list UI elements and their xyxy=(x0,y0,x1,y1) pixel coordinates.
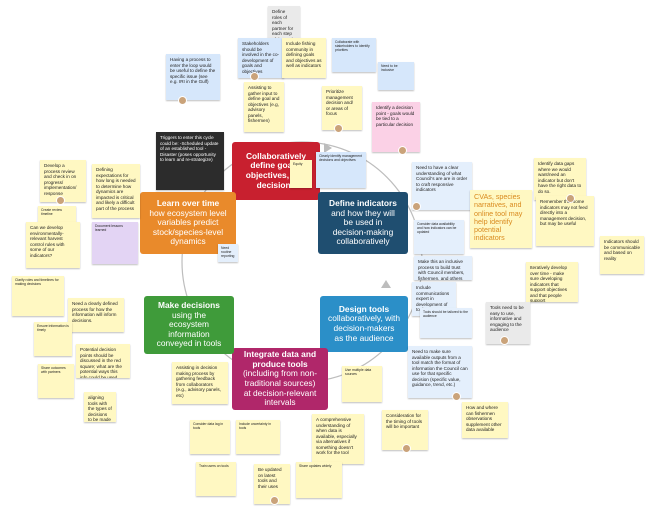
sticky-note[interactable]: Having a process to enter the loop would… xyxy=(166,54,220,100)
sticky-note[interactable]: Need a clearly defined process for how t… xyxy=(68,298,124,332)
sticky-note[interactable]: How and where can fishermen observations… xyxy=(462,402,508,438)
sticky-note[interactable]: Equity xyxy=(290,160,312,188)
arrow-head-icon xyxy=(324,143,332,153)
sticky-note[interactable]: Define roles of each partner for each st… xyxy=(268,6,300,42)
sticky-note[interactable]: Include uncertainty in tools xyxy=(236,420,280,454)
sticky-note[interactable]: Iteratively develop over time - make sur… xyxy=(526,262,578,302)
avatar xyxy=(178,96,187,105)
hub-title: Design tools xyxy=(338,303,390,314)
sticky-note[interactable]: Share outcomes with partners xyxy=(38,364,74,398)
avatar xyxy=(398,146,407,155)
avatar xyxy=(566,194,575,203)
hub-body: and how they will be used in decision-ma… xyxy=(331,207,395,247)
sticky-note[interactable]: Consideration for the timing of tools wi… xyxy=(382,410,428,450)
sticky-note[interactable]: Can we develop environmentally-relevant … xyxy=(26,222,80,268)
sticky-note[interactable]: Include fishing community in defining go… xyxy=(282,38,326,78)
hub-learn-over-time[interactable]: Learn over time how ecosystem level vari… xyxy=(140,192,236,254)
sticky-note[interactable]: Triggers to enter this cycle could be: -… xyxy=(156,132,224,190)
sticky-note[interactable]: Remember that some indicators may not fe… xyxy=(536,196,594,246)
arrow-head-icon xyxy=(381,280,391,288)
sticky-note[interactable]: Defining expectations for how long is ne… xyxy=(92,164,140,218)
hub-title: Define indicators xyxy=(329,197,397,208)
avatar xyxy=(334,124,343,133)
sticky-note[interactable]: Prioritize management decision and/ or a… xyxy=(322,86,362,130)
sticky-note[interactable]: A comprehensive understanding of when da… xyxy=(312,414,364,464)
hub-title: Integrate data and produce tools xyxy=(243,349,317,369)
avatar xyxy=(500,336,509,345)
sticky-note[interactable]: Consider data lag in tools xyxy=(190,420,230,454)
sticky-note[interactable]: aligning tools with the types of decisio… xyxy=(84,392,116,422)
sticky-note[interactable]: Potential decision points should be disc… xyxy=(76,344,130,378)
sticky-note[interactable]: Clearly identify management decisions an… xyxy=(316,152,366,188)
avatar xyxy=(412,202,421,211)
sticky-note[interactable]: Develop a process review and check in on… xyxy=(40,160,86,202)
sticky-note[interactable]: Train users on tools xyxy=(196,462,236,496)
sticky-note[interactable]: Consider data availability and how indic… xyxy=(414,220,464,254)
sticky-note[interactable]: Make this an inclusive process to build … xyxy=(414,256,472,280)
hub-make-decisions[interactable]: Make decisions using the ecosystem infor… xyxy=(144,296,234,354)
sticky-note[interactable]: Need routine reporting xyxy=(218,244,238,262)
sticky-note[interactable]: Ensure information is timely xyxy=(34,322,72,356)
sticky-note[interactable]: Use multiple data sources xyxy=(342,366,382,402)
sticky-note[interactable]: Be updated on latest tools and their use… xyxy=(254,464,290,504)
hub-design-tools[interactable]: Design tools collaboratively, with decis… xyxy=(320,296,408,352)
sticky-note[interactable]: Indicators should be communicable and ba… xyxy=(600,236,644,274)
hub-body: using the ecosystem information conveyed… xyxy=(156,309,222,349)
hub-title: Make decisions xyxy=(158,299,220,310)
avatar xyxy=(270,496,279,505)
sticky-note[interactable]: Collaborate with stakeholders to identif… xyxy=(332,38,376,72)
sticky-note[interactable]: Need to be inclusive xyxy=(378,62,414,90)
sticky-note[interactable]: Assisting to gather input to define goal… xyxy=(244,82,284,132)
hub-body: (including from non-traditional sources)… xyxy=(242,368,317,408)
hub-integrate-data[interactable]: Integrate data and produce tools (includ… xyxy=(232,348,328,410)
hub-define-indicators[interactable]: Define indicators and how they will be u… xyxy=(318,192,408,254)
sticky-note[interactable]: Document lessons learned xyxy=(92,222,138,264)
sticky-note[interactable]: Identify a decision point - goals would … xyxy=(372,102,420,152)
sticky-note[interactable]: CVAs, species narratives, and online too… xyxy=(470,190,532,248)
hub-title: Collaboratively define goals, objectives… xyxy=(245,150,307,190)
sticky-note[interactable]: Need to have a clear understanding of wh… xyxy=(412,162,472,210)
avatar xyxy=(250,72,259,81)
avatar xyxy=(402,444,411,453)
sticky-note[interactable]: Need to make sure available outputs from… xyxy=(408,346,472,398)
sticky-note[interactable]: Identify data gaps where we would want/n… xyxy=(534,158,586,200)
sticky-note[interactable]: Stakeholders should be involved in the c… xyxy=(238,38,284,78)
hub-body: how ecosystem level variables predict st… xyxy=(149,207,227,247)
hub-title: Learn over time xyxy=(156,197,220,208)
hub-body: collaboratively, with decision-makers as… xyxy=(328,313,400,343)
sticky-note[interactable]: Share updates widely xyxy=(296,462,342,498)
sticky-note[interactable]: Tools should be tailored to the audience xyxy=(420,308,472,338)
sticky-note[interactable]: Assisting in decision making process by … xyxy=(172,362,228,404)
avatar xyxy=(452,392,461,401)
avatar xyxy=(56,196,65,205)
sticky-note[interactable]: Clarify roles and timelines for making d… xyxy=(12,276,64,316)
